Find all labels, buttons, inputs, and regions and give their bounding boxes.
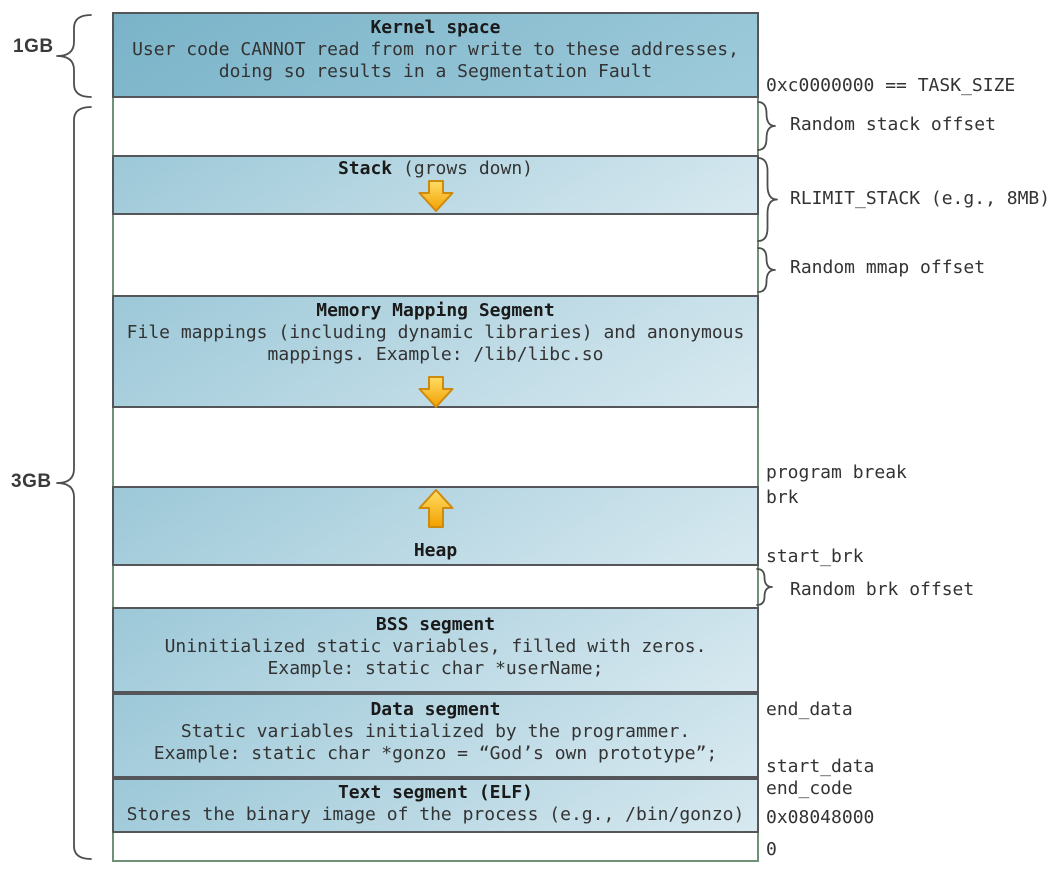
gap-random-brk-offset — [112, 566, 759, 607]
text-title: Text segment (ELF) — [337, 782, 534, 803]
kernel-line1: User code CANNOT read from nor write to … — [132, 39, 739, 60]
gap-random-mmap-offset — [112, 215, 759, 295]
segment-text: Text segment (ELF) Stores the binary ima… — [112, 778, 759, 833]
brace-3gb — [56, 106, 92, 860]
brace-1gb — [56, 14, 92, 98]
gap-random-stack-offset — [112, 98, 759, 155]
data-title: Data segment — [370, 699, 501, 720]
arrow-down-icon — [418, 180, 453, 212]
bss-line2: Example: static char *userName; — [267, 658, 604, 679]
kernel-title: Kernel space — [370, 17, 501, 38]
arrow-up-icon — [418, 489, 453, 528]
brace-random-mmap-offset — [757, 247, 776, 293]
label-end-code: end_code — [766, 778, 853, 799]
label-brk: brk — [766, 487, 799, 508]
label-rlimit-stack: RLIMIT_STACK (e.g., 8MB) — [790, 188, 1051, 209]
mmap-line2: mappings. Example: /lib/libc.so — [267, 344, 604, 365]
heap-title: Heap — [413, 540, 458, 561]
data-line1: Static variables initialized by the prog… — [180, 721, 691, 742]
gap-program-break — [112, 408, 759, 486]
label-task-size: 0xc0000000 == TASK_SIZE — [766, 75, 1016, 96]
label-text-start-address: 0x08048000 — [766, 807, 875, 828]
data-line2: Example: static char *gonzo = “God’s own… — [153, 743, 718, 764]
label-start-data: start_data — [766, 756, 875, 777]
stack-title: Stack — [337, 158, 393, 179]
segment-stack: Stack (grows down) — [112, 155, 759, 215]
arrow-down-icon — [418, 376, 453, 408]
label-random-stack-offset: Random stack offset — [790, 114, 996, 135]
segment-kernel-space: Kernel space User code CANNOT read from … — [112, 12, 759, 98]
label-program-break: program break — [766, 462, 907, 483]
label-user-size: 3GB — [11, 471, 52, 492]
memory-column: Kernel space User code CANNOT read from … — [112, 12, 759, 862]
stack-title-line: Stack (grows down) — [338, 158, 533, 180]
segment-data: Data segment Static variables initialize… — [112, 693, 759, 778]
brace-rlimit-stack — [757, 157, 778, 242]
brace-random-brk-offset — [756, 568, 773, 606]
label-random-mmap-offset: Random mmap offset — [790, 257, 986, 278]
segment-bss: BSS segment Uninitialized static variabl… — [112, 607, 759, 693]
segment-memory-mapping: Memory Mapping Segment File mappings (in… — [112, 295, 759, 408]
label-start-brk: start_brk — [766, 546, 864, 567]
text-line1: Stores the binary image of the process (… — [126, 804, 745, 825]
label-random-brk-offset: Random brk offset — [790, 579, 975, 600]
label-zero-address: 0 — [766, 839, 777, 860]
segment-heap: Heap — [112, 486, 759, 566]
mmap-title: Memory Mapping Segment — [316, 300, 555, 321]
bss-line1: Uninitialized static variables, filled w… — [164, 636, 707, 657]
label-end-data: end_data — [766, 699, 853, 720]
bss-title: BSS segment — [375, 614, 496, 635]
mmap-line1: File mappings (including dynamic librari… — [126, 322, 745, 343]
kernel-line2: doing so results in a Segmentation Fault — [218, 61, 653, 82]
label-kernel-size: 1GB — [13, 36, 54, 57]
stack-subtitle: (grows down) — [392, 158, 534, 179]
gap-bottom — [112, 833, 759, 862]
brace-random-stack-offset — [757, 101, 776, 151]
